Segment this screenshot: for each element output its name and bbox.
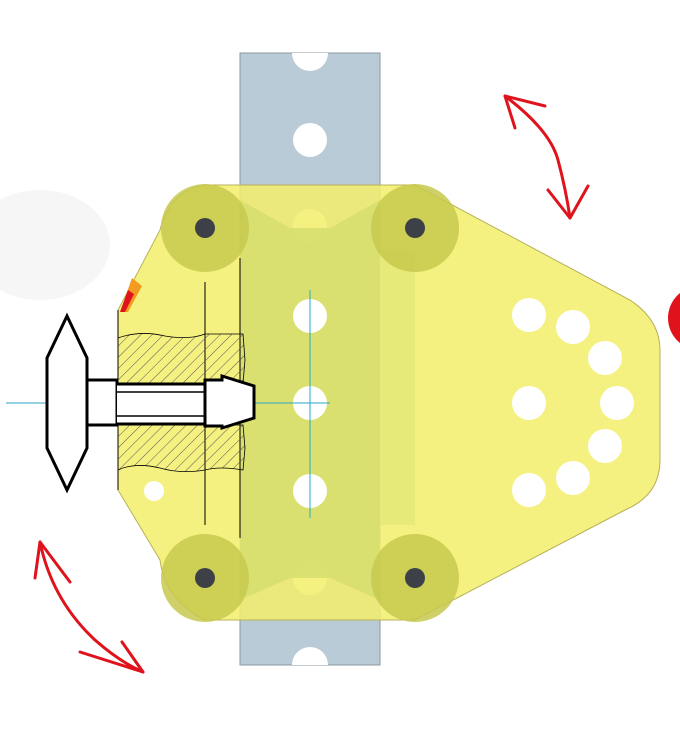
screw-knob: [45, 312, 89, 494]
top-left-bolt: [161, 184, 249, 272]
top-right-bolt: [371, 184, 459, 272]
triangular-mount-plate: [117, 184, 661, 621]
rail-bottom-notch: [292, 647, 328, 665]
plate-hole: [512, 473, 546, 507]
thumb-screw: [45, 312, 256, 494]
small-plate-hole: [144, 481, 164, 501]
bottom-right-bolt: [371, 534, 459, 622]
bottom-left-bolt: [161, 534, 249, 622]
threaded-insert-section: [117, 333, 246, 472]
warning-marker: [120, 278, 142, 312]
plate-hole: [556, 310, 590, 344]
plate-hole: [512, 386, 546, 420]
background-blob: [0, 190, 110, 300]
screw-neck: [85, 378, 119, 427]
plate-hole: [512, 298, 546, 332]
top-right-rotation-arrow: [503, 94, 590, 220]
plate-hole: [588, 341, 622, 375]
plate-hole: [600, 386, 634, 420]
plate-hole: [556, 461, 590, 495]
right-edge-red-marker: [668, 293, 680, 343]
rail-hole: [293, 123, 327, 157]
plate-hole: [588, 429, 622, 463]
bolts: [161, 184, 459, 622]
bottom-left-rotation-arrow: [33, 540, 145, 674]
screw-tip: [203, 373, 256, 431]
rail-top-notch: [292, 53, 328, 71]
